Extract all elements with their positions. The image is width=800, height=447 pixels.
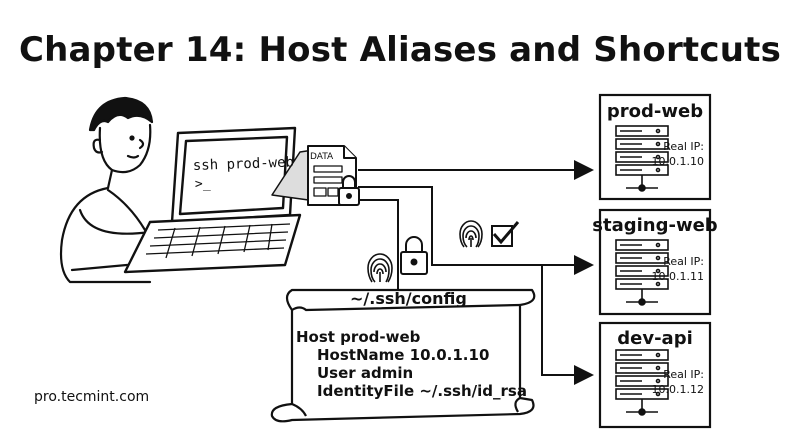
terminal-prompt: >_ (195, 176, 211, 192)
server-rack-icon (615, 125, 669, 192)
padlock-icon (338, 175, 360, 206)
config-line: IdentityFile ~/.ssh/id_rsa (317, 382, 527, 400)
connection-lines (358, 160, 594, 385)
padlock-icon (400, 236, 428, 275)
server-ip-label: Real IP: (663, 140, 704, 153)
server-rack-icon (615, 349, 669, 416)
config-line: Host prod-web (296, 328, 421, 346)
fingerprint-icon (459, 220, 483, 248)
server-name: dev-api (617, 328, 693, 349)
fingerprint-icon (367, 253, 393, 283)
footer-url: pro.tecmint.com (34, 389, 150, 405)
config-filename: ~/.ssh/config (350, 289, 467, 308)
server-ip: 10.0.1.11 (652, 270, 704, 283)
server-rack-icon (615, 239, 669, 306)
config-line: User admin (317, 364, 414, 382)
data-packet (271, 145, 357, 206)
server-ip-label: Real IP: (663, 368, 704, 381)
data-packet-label: DATA (310, 152, 334, 162)
config-line: HostName 10.0.1.10 (317, 346, 490, 364)
config-scroll (270, 288, 536, 423)
user-figure (59, 96, 206, 284)
server-name: prod-web (607, 101, 703, 122)
server-dev-api (598, 321, 712, 429)
page-title: Chapter 14: Host Aliases and Shortcuts (18, 30, 782, 70)
terminal-command: ssh prod-web (193, 154, 295, 174)
server-name: staging-web (592, 215, 718, 236)
checkmark-icon (491, 221, 520, 247)
laptop (123, 126, 302, 274)
server-ip: 10.0.1.12 (652, 383, 704, 396)
server-ip-label: Real IP: (663, 255, 704, 268)
server-ip: 10.0.1.10 (652, 155, 704, 168)
